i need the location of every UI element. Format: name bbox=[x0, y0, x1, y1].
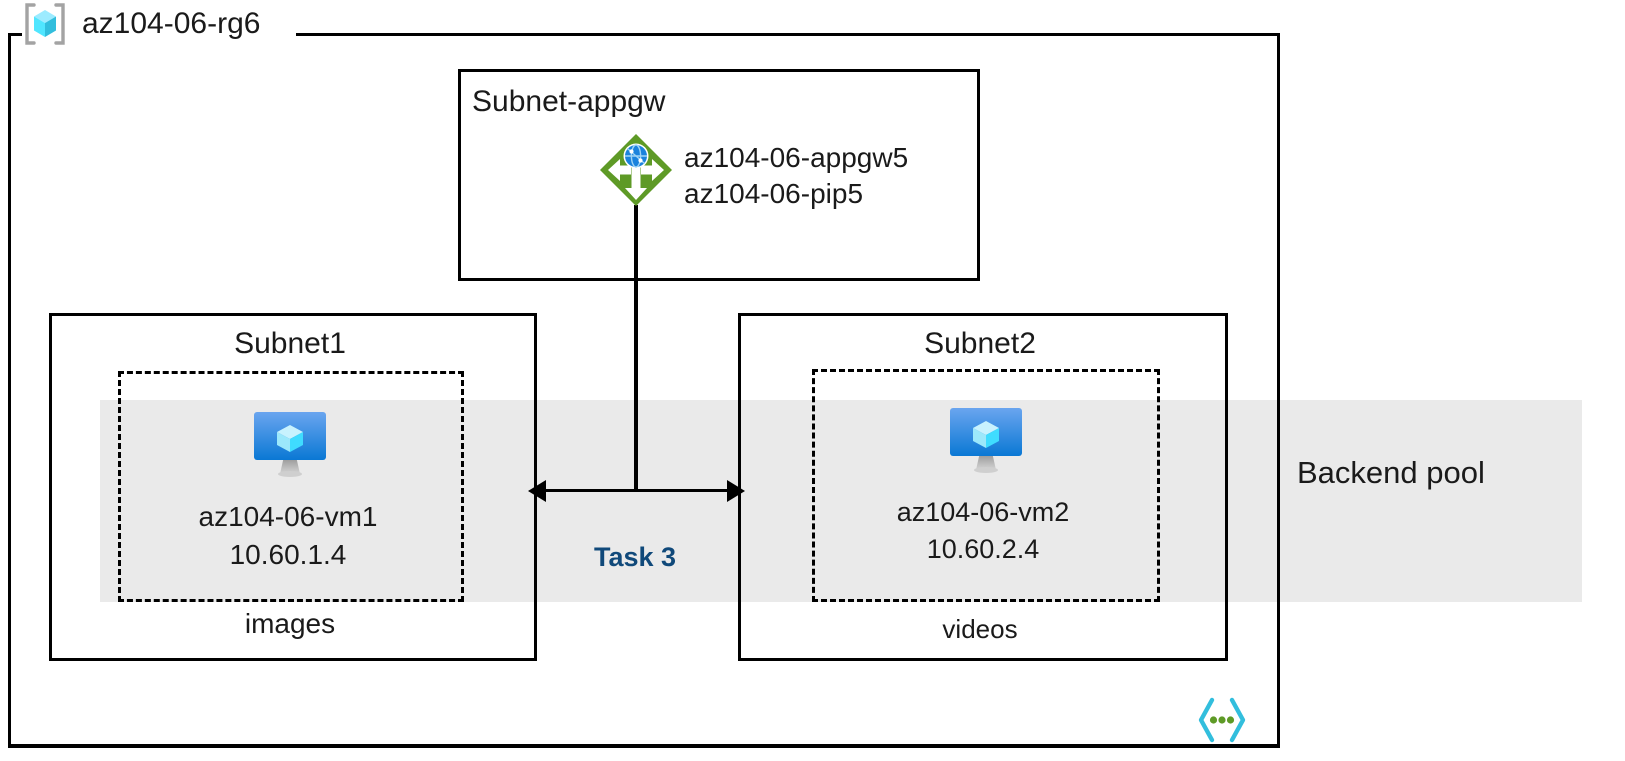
application-gateway-icon bbox=[598, 132, 674, 208]
subnet1-caption: images bbox=[244, 608, 336, 639]
appgw-resource-name: az104-06-appgw5 bbox=[684, 142, 909, 173]
routing-arrow-line bbox=[537, 489, 736, 492]
routing-arrow-head-right bbox=[727, 480, 745, 502]
routing-arrow-head-left bbox=[528, 480, 546, 502]
vm2-name: az104-06-vm2 bbox=[896, 497, 1070, 527]
gateway-connector-line bbox=[634, 205, 638, 492]
resource-group-name: az104-06-rg6 bbox=[82, 7, 261, 40]
resource-group-icon bbox=[22, 1, 68, 47]
resource-group-border-top bbox=[296, 33, 1280, 36]
resource-group-border-top-stub bbox=[8, 33, 30, 36]
subnet-appgw-title: Subnet-appgw bbox=[472, 85, 666, 118]
subnet2-inner-dashed-box bbox=[812, 369, 1160, 602]
task-label: Task 3 bbox=[593, 542, 677, 572]
resource-group-border-right bbox=[1277, 33, 1280, 747]
virtual-network-icon bbox=[1194, 692, 1250, 748]
subnet2-caption: videos bbox=[942, 614, 1018, 644]
backend-pool-band bbox=[100, 400, 1582, 602]
vm1-ip: 10.60.1.4 bbox=[229, 539, 347, 570]
subnet1-title: Subnet1 bbox=[234, 327, 346, 360]
subnet-appgw-box bbox=[458, 69, 980, 281]
subnet1-inner-dashed-box bbox=[118, 371, 464, 602]
virtual-machine-icon bbox=[944, 402, 1028, 478]
subnet2-title: Subnet2 bbox=[924, 327, 1036, 360]
public-ip-resource-name: az104-06-pip5 bbox=[684, 177, 864, 209]
resource-group-header: az104-06-rg6 bbox=[22, 0, 275, 48]
appgw-resource-labels: az104-06-appgw5 az104-06-pip5 bbox=[684, 140, 908, 212]
resource-group-border-bottom bbox=[8, 744, 1280, 748]
vm1-name: az104-06-vm1 bbox=[198, 501, 378, 532]
vm2-ip: 10.60.2.4 bbox=[926, 534, 1040, 564]
backend-pool-label: Backend pool bbox=[1297, 455, 1485, 490]
virtual-machine-icon bbox=[248, 406, 332, 482]
resource-group-border-left bbox=[8, 33, 11, 747]
